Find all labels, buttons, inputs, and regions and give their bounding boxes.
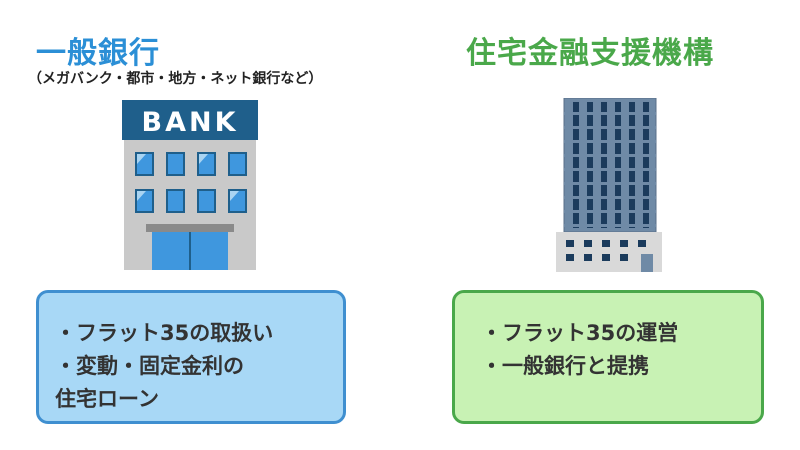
tower-door	[641, 254, 653, 272]
agency-features-box: ・フラット35の運営 ・一般銀行と提携	[452, 290, 764, 424]
bank-sign-text: BANK	[142, 107, 239, 138]
bank-feature-line: 住宅ローン	[55, 387, 159, 411]
agency-title: 住宅金融支援機構	[466, 36, 714, 71]
tower-body	[564, 98, 656, 232]
tower-windows	[573, 102, 649, 228]
agency-feature-line: ・一般銀行と提携	[481, 354, 649, 378]
bank-subtitle: （メガバンク・都市・地方・ネット銀行など）	[28, 71, 323, 87]
bank-feature-line: ・フラット35の取扱い	[55, 321, 274, 345]
bank-feature-line: ・変動・固定金利の	[55, 354, 244, 378]
bank-awning	[146, 224, 234, 232]
bank-title: 一般銀行	[36, 36, 160, 71]
bank-features-box: ・フラット35の取扱い ・変動・固定金利の 住宅ローン	[36, 290, 346, 424]
office-tower-icon	[556, 98, 662, 272]
bank-building-icon: BANK	[122, 100, 258, 270]
bank-sign-band	[122, 100, 258, 140]
agency-feature-line: ・フラット35の運営	[481, 321, 679, 345]
